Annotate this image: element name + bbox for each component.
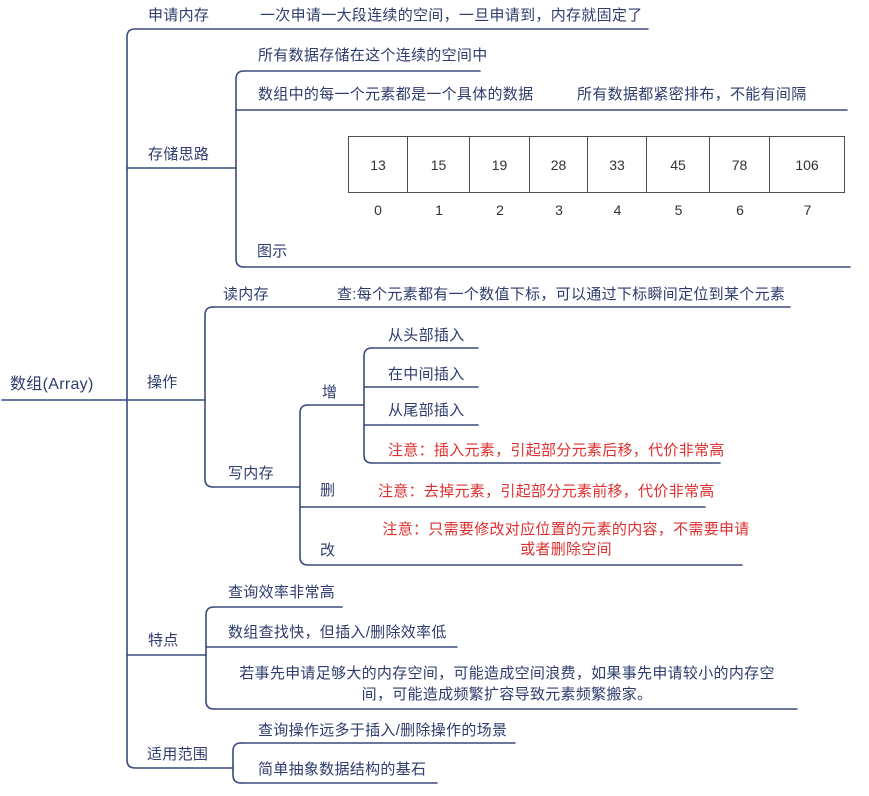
array-index: 5 bbox=[674, 202, 683, 218]
array-index: 3 bbox=[555, 202, 563, 218]
topic-write-memory[interactable]: 写内存 bbox=[228, 465, 274, 482]
array-values-row: 13 15 19 28 33 45 78 106 bbox=[348, 136, 845, 193]
topic-read-memory[interactable]: 读内存 bbox=[223, 286, 269, 303]
topic-scope-query-scenario[interactable]: 查询操作远多于插入/删除操作的场景 bbox=[258, 722, 508, 739]
array-cell: 33 bbox=[588, 136, 647, 193]
topic-operations[interactable]: 操作 bbox=[147, 374, 178, 391]
array-cell: 28 bbox=[530, 136, 588, 193]
root-topic-array[interactable]: 数组(Array) bbox=[10, 376, 94, 393]
topic-features[interactable]: 特点 bbox=[148, 632, 179, 649]
array-index: 4 bbox=[613, 202, 622, 218]
topic-storage-idea[interactable]: 存储思路 bbox=[148, 146, 210, 163]
array-cell: 13 bbox=[348, 136, 408, 193]
topic-feature-query-fast[interactable]: 查询效率非常高 bbox=[228, 584, 336, 601]
topic-insert-head[interactable]: 从头部插入 bbox=[388, 327, 465, 344]
array-indices-row: 0 1 2 3 4 5 6 7 bbox=[348, 193, 845, 221]
array-table-image: 13 15 19 28 33 45 78 106 0 1 2 3 4 5 6 7 bbox=[348, 136, 845, 221]
topic-storage-space[interactable]: 所有数据存储在这个连续的空间中 bbox=[258, 47, 488, 64]
topic-apply-memory[interactable]: 申请内存 bbox=[148, 7, 210, 24]
topic-apply-memory-desc[interactable]: 一次申请一大段连续的空间，一旦申请到，内存就固定了 bbox=[260, 7, 643, 24]
topic-update-note[interactable]: 注意：只需要修改对应位置的元素的内容，不需要申请或者删除空间 bbox=[382, 521, 750, 558]
array-cell: 19 bbox=[470, 136, 530, 193]
array-index: 7 bbox=[803, 202, 812, 218]
topic-update[interactable]: 改 bbox=[320, 542, 336, 559]
topic-storage-element[interactable]: 数组中的每一个元素都是一个具体的数据 bbox=[258, 86, 534, 103]
topic-insert-tail[interactable]: 从尾部插入 bbox=[388, 402, 465, 419]
topic-read-memory-desc[interactable]: 查:每个元素都有一个数值下标，可以通过下标瞬间定位到某个元素 bbox=[337, 286, 786, 303]
array-cell: 78 bbox=[710, 136, 770, 193]
topic-delete-note[interactable]: 注意：去掉元素，引起部分元素前移，代价非常高 bbox=[378, 483, 715, 500]
topic-storage-element-note[interactable]: 所有数据都紧密排布，不能有间隔 bbox=[577, 86, 807, 103]
topic-insert-middle[interactable]: 在中间插入 bbox=[388, 366, 465, 383]
array-cell: 15 bbox=[408, 136, 470, 193]
topic-insert[interactable]: 增 bbox=[322, 384, 338, 401]
array-cell: 45 bbox=[647, 136, 710, 193]
array-index: 6 bbox=[736, 202, 744, 218]
topic-feature-tradeoff[interactable]: 数组查找快，但插入/删除效率低 bbox=[228, 624, 447, 641]
array-cell: 106 bbox=[770, 136, 845, 193]
array-index: 0 bbox=[374, 202, 382, 218]
topic-illustration[interactable]: 图示 bbox=[257, 243, 288, 260]
topic-scope[interactable]: 适用范围 bbox=[147, 746, 209, 763]
array-index: 2 bbox=[496, 202, 504, 218]
topic-scope-foundation[interactable]: 简单抽象数据结构的基石 bbox=[258, 761, 427, 778]
topic-feature-memory-tradeoff[interactable]: 若事先申请足够大的内存空间，可能造成空间浪费，如果事先申请较小的内存空间，可能造… bbox=[239, 665, 775, 703]
array-index: 1 bbox=[435, 202, 443, 218]
topic-insert-note[interactable]: 注意：插入元素，引起部分元素后移，代价非常高 bbox=[388, 442, 725, 459]
topic-delete[interactable]: 删 bbox=[320, 482, 336, 499]
